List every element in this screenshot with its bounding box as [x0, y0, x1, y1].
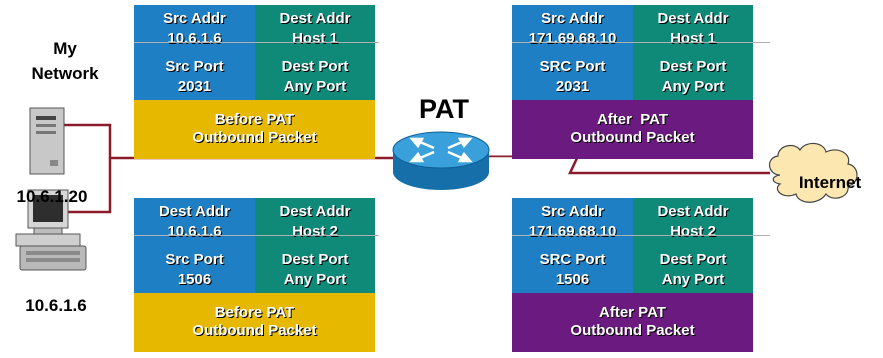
dest-addr-cell: Dest Addr Host 1: [255, 5, 375, 53]
packet-after-pat-host1: Src Addr 171.69.68.10 Dest Addr Host 1 S…: [512, 5, 770, 159]
divider-line: [512, 42, 770, 43]
cell-value: 2031: [177, 78, 212, 95]
dest-addr-cell: Dest Addr Host 2: [255, 198, 375, 246]
cell-value: 171.69.68.10: [528, 30, 617, 47]
cell-heading: Src Port: [165, 251, 224, 268]
dest-addr-cell: Dest Addr Host 1: [633, 5, 753, 53]
pc-ip-label: 10.6.1.6: [25, 296, 87, 315]
packet-footer: Before PAT Outbound Packet: [134, 100, 375, 159]
cell-value: Any Port: [283, 78, 347, 95]
cell-heading: Src Addr: [541, 203, 604, 220]
src-port-cell: Src Port 1506: [134, 246, 255, 293]
packet-footer: After PAT Outbound Packet: [512, 100, 753, 159]
cell-heading: Dest Port: [659, 251, 727, 268]
packet-footer: Before PAT Outbound Packet: [134, 293, 375, 352]
cell-value: 10.6.1.6: [167, 30, 222, 47]
src-addr-cell: Src Addr 10.6.1.6: [134, 5, 255, 53]
cell-heading: Dest Addr: [657, 10, 729, 27]
src-port-cell: Src Port 2031: [134, 53, 255, 100]
cell-value: Host 2: [670, 223, 716, 240]
cell-value: Host 2: [292, 223, 338, 240]
dest-port-cell: Dest Port Any Port: [633, 246, 753, 293]
src-addr-cell: Src Addr 171.69.68.10: [512, 5, 633, 53]
dest-port-cell: Dest Port Any Port: [633, 53, 753, 100]
divider-line: [134, 235, 379, 236]
cell-value: Any Port: [661, 271, 725, 288]
cell-value: 10.6.1.6: [167, 223, 222, 240]
pc-link: [62, 158, 112, 214]
cell-value: Any Port: [283, 271, 347, 288]
cell-heading: Dest Addr: [279, 10, 351, 27]
dest-port-cell: Dest Port Any Port: [255, 246, 375, 293]
cell-heading: SRC Port: [539, 58, 606, 75]
cell-heading: Src Addr: [541, 10, 604, 27]
cell-value: Host 1: [292, 30, 338, 47]
pc-icon: [15, 189, 87, 271]
cell-value: Any Port: [661, 78, 725, 95]
cell-heading: Dest Port: [281, 251, 349, 268]
divider-line: [134, 42, 379, 43]
dest-port-cell: Dest Port Any Port: [255, 53, 375, 100]
server-ip-label: 10.6.1.20: [16, 187, 88, 206]
pat-label: PAT: [419, 94, 469, 124]
cell-value: 1506: [555, 271, 590, 288]
cell-heading: Src Addr: [163, 10, 226, 27]
packet-before-pat-host1: Src Addr 10.6.1.6 Dest Addr Host 1 Src P…: [134, 5, 379, 159]
src-addr-cell: Src Addr 171.69.68.10: [512, 198, 633, 246]
cell-value: 2031: [555, 78, 590, 95]
dest-addr-cell: Dest Addr Host 2: [633, 198, 753, 246]
cell-heading: Src Port: [165, 58, 224, 75]
cell-value: 1506: [177, 271, 212, 288]
divider-line: [512, 235, 770, 236]
packet-footer: After PAT Outbound Packet: [512, 293, 753, 352]
footer-line: After PAT: [596, 111, 669, 128]
footer-line: Outbound Packet: [570, 322, 695, 339]
packet-before-pat-host2: Dest Addr 10.6.1.6 Dest Addr Host 2 Src …: [134, 198, 379, 352]
footer-line: Outbound Packet: [192, 322, 317, 339]
footer-line: Before PAT: [214, 304, 295, 321]
cell-value: Host 1: [670, 30, 716, 47]
src-port-cell: SRC Port 1506: [512, 246, 633, 293]
footer-line: Outbound Packet: [570, 129, 695, 146]
footer-line: Outbound Packet: [192, 129, 317, 146]
cell-heading: Dest Addr: [158, 203, 231, 220]
internet-cloud-icon: [769, 142, 858, 203]
cell-heading: Dest Port: [659, 58, 727, 75]
cell-value: 171.69.68.10: [528, 223, 617, 240]
footer-line: Before PAT: [214, 111, 295, 128]
cell-heading: Dest Port: [281, 58, 349, 75]
server-icon: [29, 107, 65, 175]
cell-heading: SRC Port: [539, 251, 606, 268]
router-icon: [392, 131, 490, 190]
src-port-cell: SRC Port 2031: [512, 53, 633, 100]
cell-heading: Dest Addr: [657, 203, 729, 220]
packet-after-pat-host2: Src Addr 171.69.68.10 Dest Addr Host 2 S…: [512, 198, 770, 352]
internet-label: Internet: [798, 173, 862, 192]
footer-line: After PAT: [599, 304, 666, 321]
cell-heading: Dest Addr: [279, 203, 351, 220]
my-network-label: My Network: [31, 39, 99, 83]
src-addr-cell: Dest Addr 10.6.1.6: [134, 198, 255, 246]
